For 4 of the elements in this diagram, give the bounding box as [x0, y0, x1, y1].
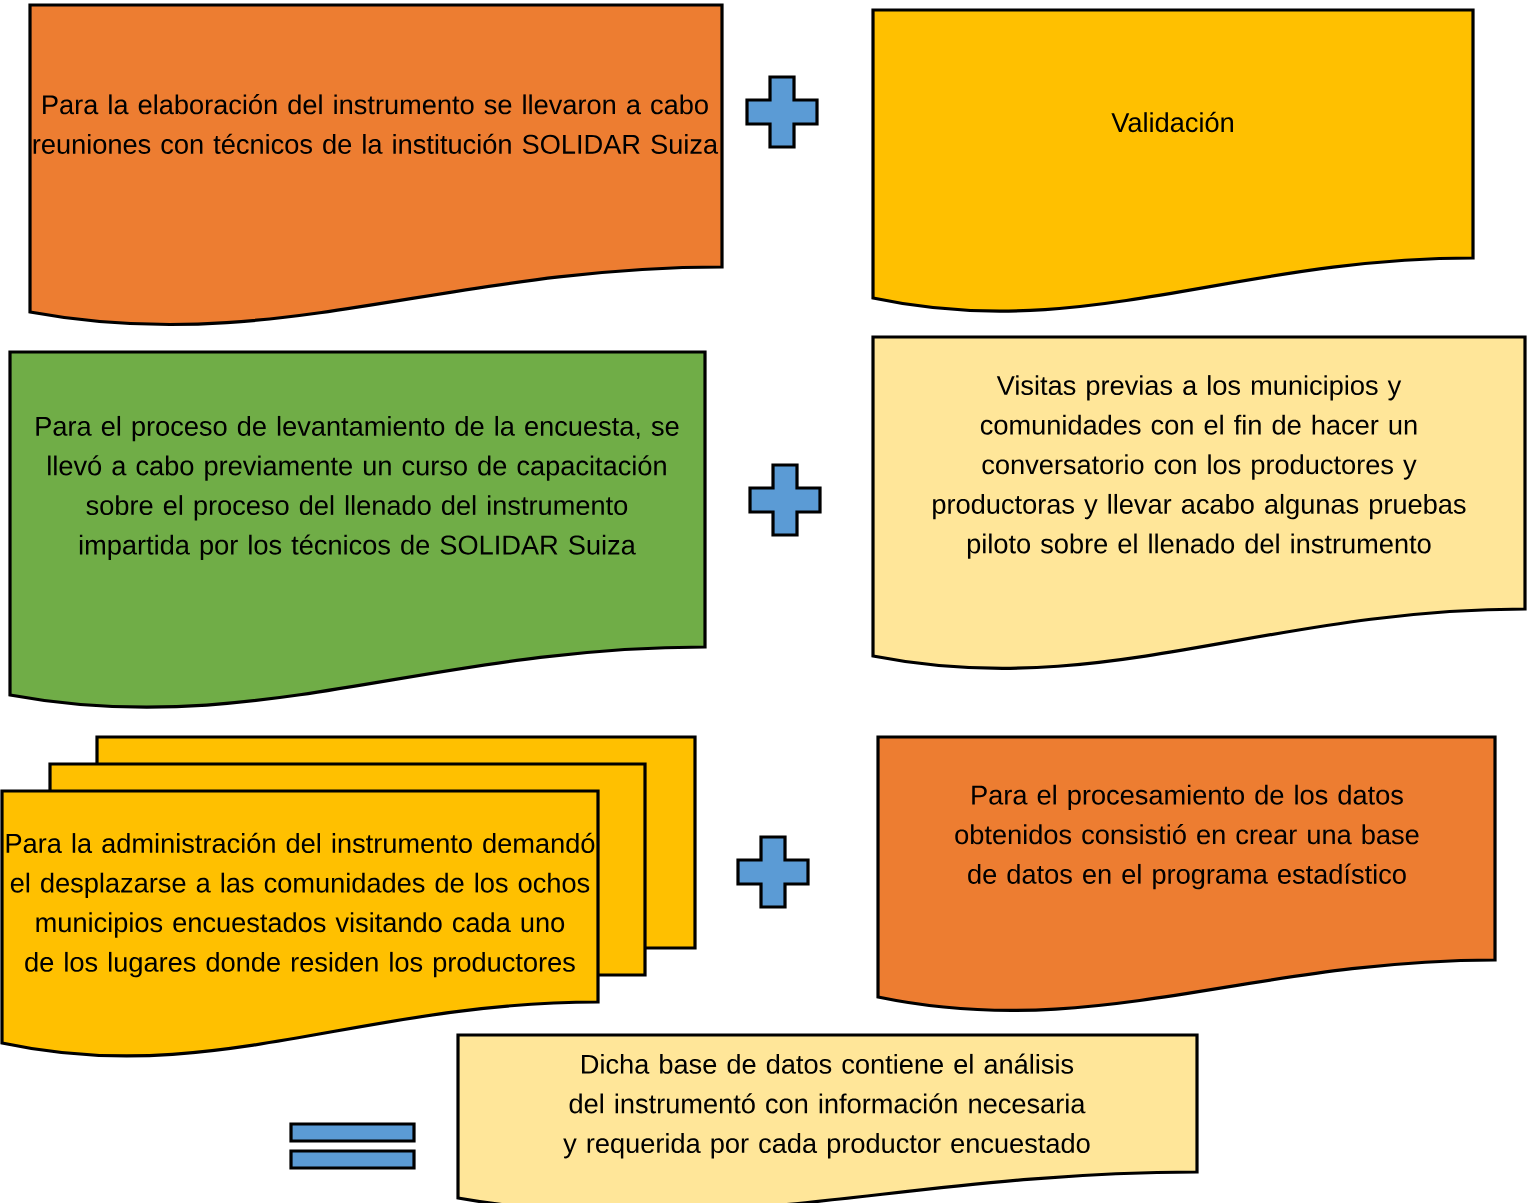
plus-sign [736, 835, 810, 909]
equals-sign [289, 1122, 416, 1170]
plus-sign [748, 463, 822, 537]
plus-sign [745, 75, 819, 149]
